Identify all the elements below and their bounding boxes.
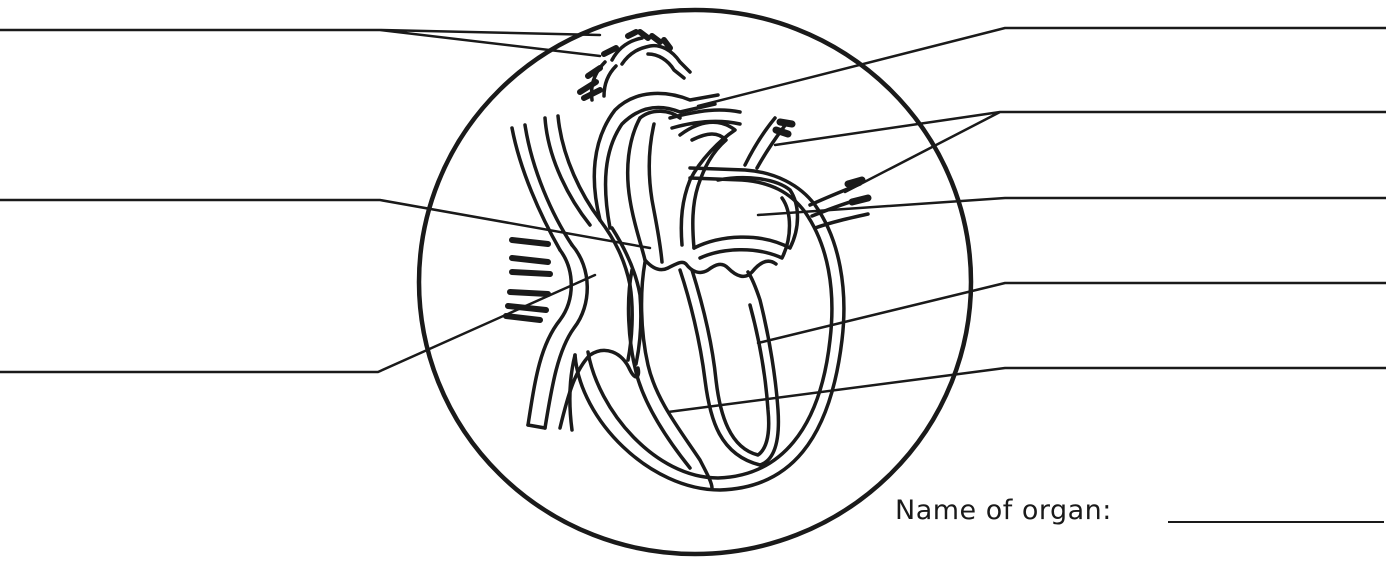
pulmonary-veins-right xyxy=(810,184,868,228)
aorta-arch xyxy=(594,93,718,228)
left-atrium-wall-inner xyxy=(700,198,790,258)
label-line-right-2 xyxy=(775,112,1386,192)
organ-name-answer-line[interactable] xyxy=(1168,521,1384,523)
label-line-lower-left xyxy=(0,275,595,372)
organ-name-prompt: Name of organ: xyxy=(895,495,1112,526)
aortic-branches xyxy=(592,38,690,100)
pulmonary-trunk xyxy=(628,118,662,262)
left-side-vessels xyxy=(506,240,550,320)
heart-outer-wall-inner xyxy=(588,178,832,478)
label-line-right-1 xyxy=(698,28,1386,106)
septum-upper xyxy=(645,260,776,276)
label-line-right-4 xyxy=(758,283,1386,343)
pulmonary-trunk-right xyxy=(680,122,735,248)
label-line-top-left xyxy=(0,30,600,56)
pulmonary-veins-right-brush xyxy=(848,180,868,202)
heart-diagram xyxy=(506,32,868,490)
